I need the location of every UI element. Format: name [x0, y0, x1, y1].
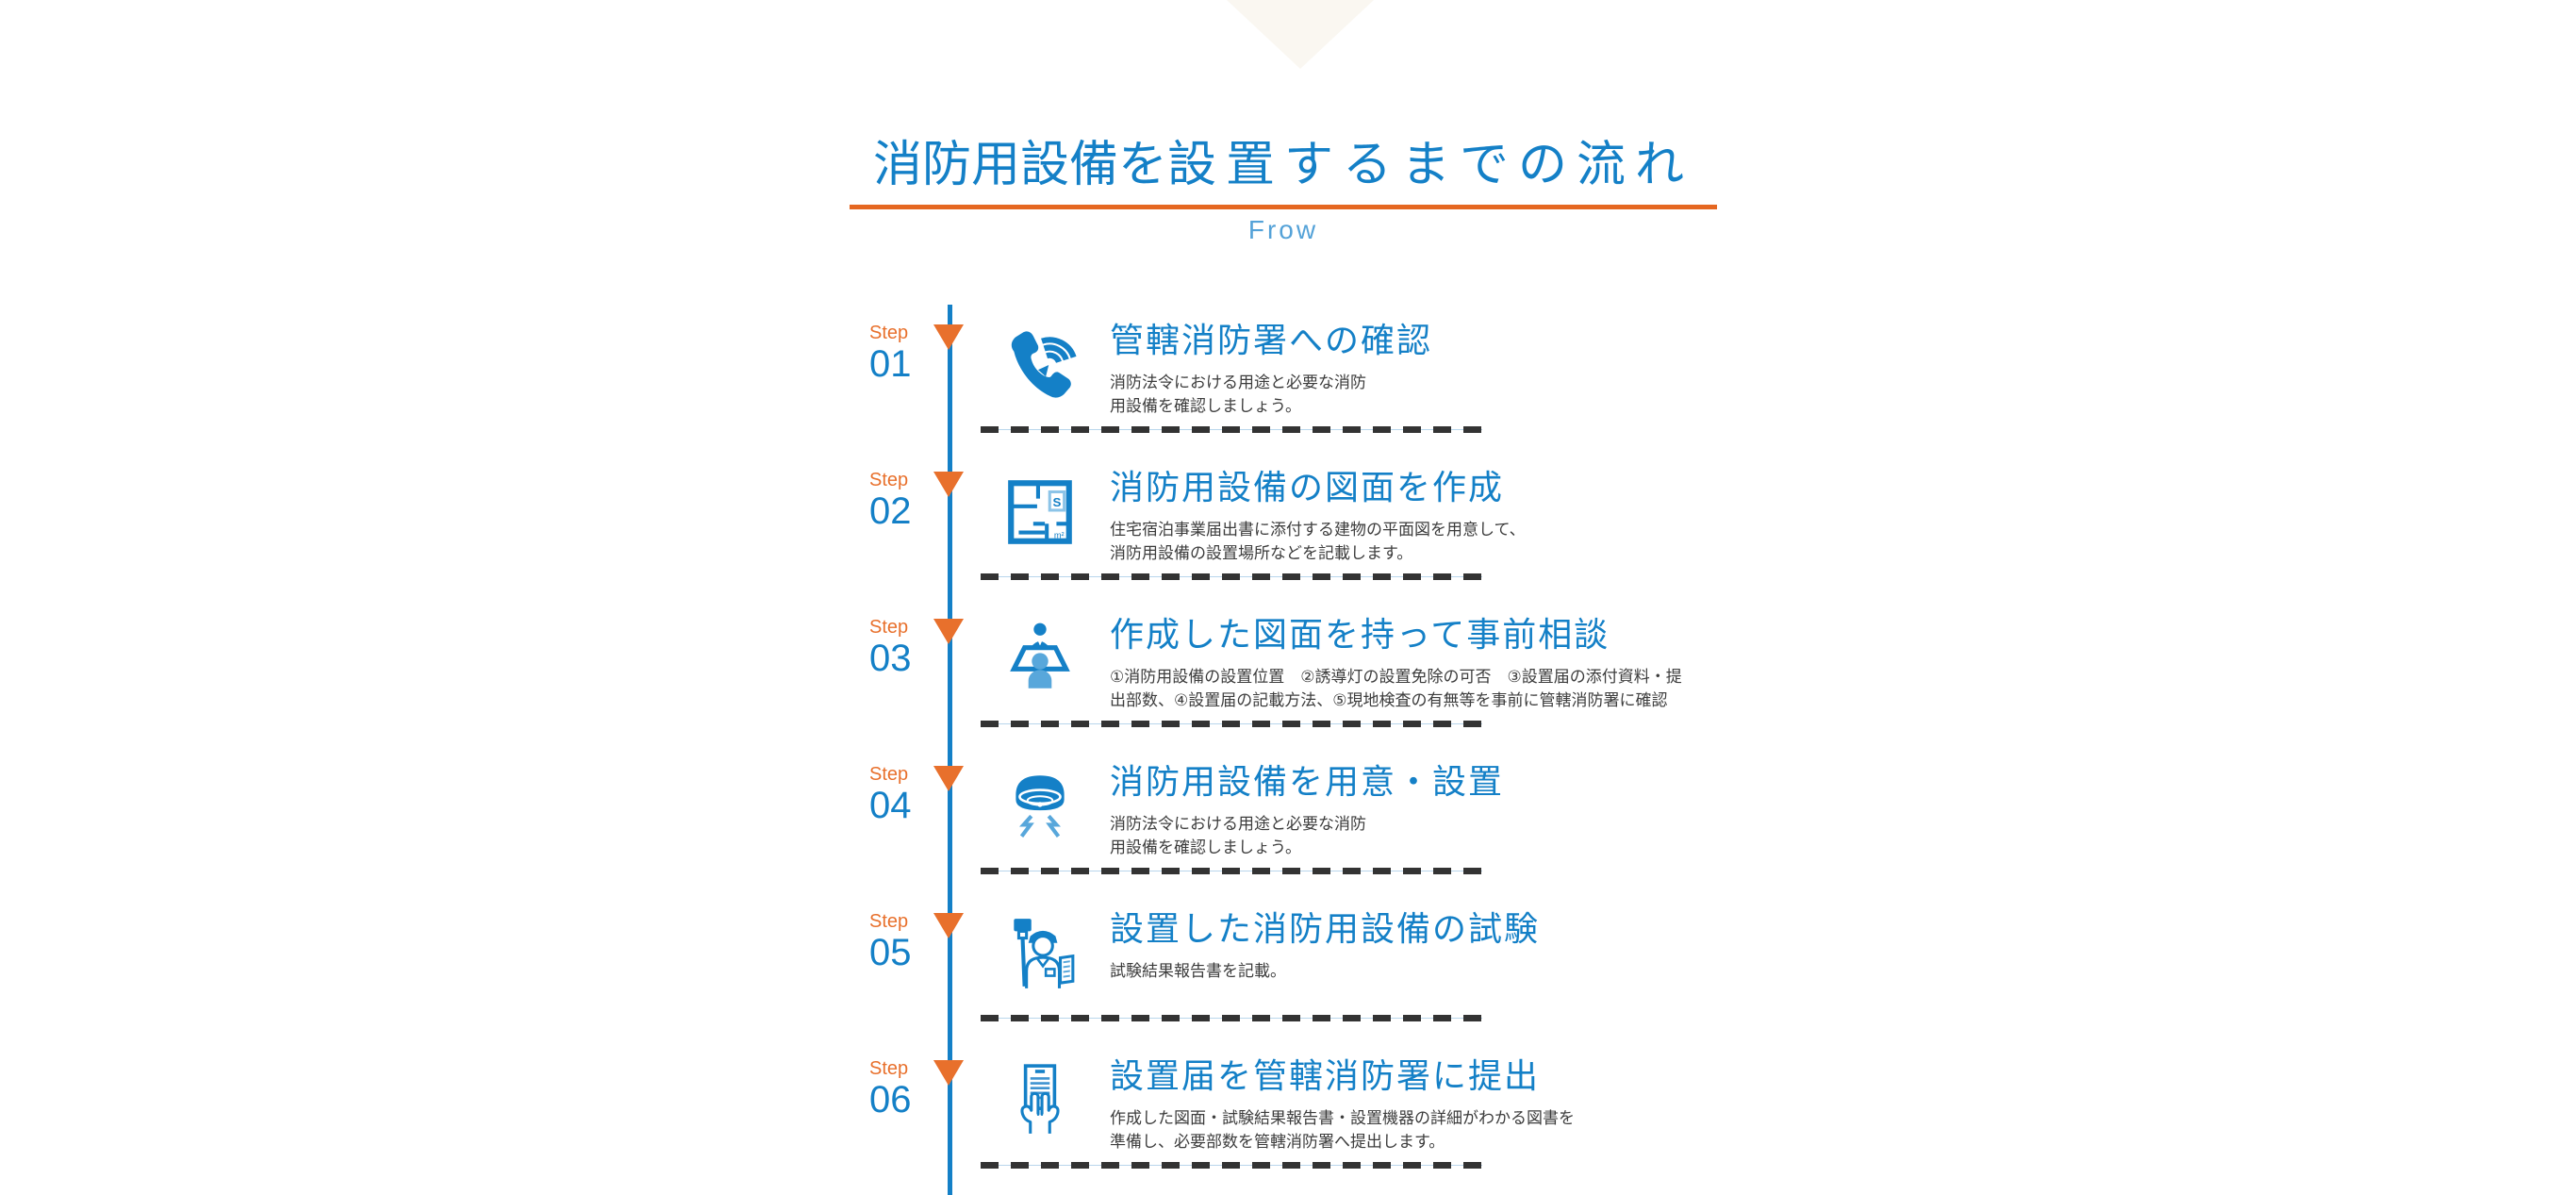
step-heading: 作成した図面を持って事前相談: [1110, 615, 1610, 654]
step-word: Step: [869, 323, 909, 343]
flow-step-4: Step 04 消防用設備を用意・設置 消防法令における用途と必要な消防 用設備…: [867, 763, 1773, 910]
page-title-part1: 消防用設備を: [872, 138, 1167, 192]
smoke-detector-icon: [1001, 768, 1079, 845]
step-heading: 消防用設備を用意・設置: [1110, 762, 1505, 801]
submit-documents-icon: [1001, 1062, 1079, 1139]
step-number: 03: [869, 638, 912, 679]
step-label: Step 05: [869, 912, 912, 971]
step-word: Step: [869, 470, 909, 490]
timeline-arrow-icon: [933, 324, 964, 350]
step-label: Step 06: [869, 1059, 912, 1119]
section-divider-triangle: [1227, 0, 1374, 69]
step-label: Step 01: [869, 324, 912, 383]
page-title-part2: 設置するまでの流れ: [1167, 138, 1694, 192]
page-subtitle: Frow: [1247, 215, 1319, 244]
step-word: Step: [869, 911, 909, 932]
title-underline: [850, 205, 1717, 209]
step-separator: [981, 721, 1482, 727]
step-separator: [981, 1162, 1482, 1169]
step-heading: 消防用設備の図面を作成: [1110, 468, 1505, 506]
flow-step-1: Step 01 管轄消防署への確認 消防法令における用途と必要な消防 用設備を確…: [867, 322, 1773, 469]
step-separator: [981, 1015, 1482, 1021]
svg-text:S: S: [1052, 495, 1061, 509]
step-label: Step 02: [869, 471, 912, 530]
timeline-arrow-icon: [933, 619, 964, 644]
step-heading: 設置した消防用設備の試験: [1110, 909, 1541, 948]
timeline-line: [948, 305, 952, 1195]
step-content: 管轄消防署への確認 消防法令における用途と必要な消防 用設備を確認しましょう。: [1110, 322, 1770, 418]
timeline-arrow-icon: [933, 472, 964, 497]
flow-step-3: Step 03 作成した図面を持って事前相談 ①消防用設備の設置位置 ②誘導灯の…: [867, 616, 1773, 763]
step-heading: 設置届を管轄消防署に提出: [1110, 1056, 1541, 1095]
step-number: 05: [869, 932, 912, 973]
step-separator: [981, 868, 1482, 874]
phone-call-icon: [1001, 326, 1079, 404]
timeline-arrow-icon: [933, 913, 964, 938]
step-description: 消防法令における用途と必要な消防 用設備を確認しましょう。: [1110, 373, 1366, 415]
flow-step-6: Step 06 設置届を管轄消防署に提出 作成した図面・試験結果報告書・設置機器…: [867, 1057, 1773, 1195]
step-separator: [981, 573, 1482, 580]
step-description: 試験結果報告書を記載。: [1110, 962, 1286, 980]
timeline-arrow-icon: [933, 766, 964, 791]
step-number: 01: [869, 343, 912, 385]
svg-text:m²: m²: [1054, 531, 1065, 540]
step-number: 06: [869, 1079, 912, 1120]
step-separator: [981, 426, 1482, 433]
step-word: Step: [869, 1058, 909, 1079]
step-label: Step 03: [869, 618, 912, 677]
step-heading: 管轄消防署への確認: [1110, 321, 1433, 359]
step-label: Step 04: [869, 765, 912, 824]
step-word: Step: [869, 617, 909, 638]
floor-plan-icon: S m²: [1001, 473, 1079, 551]
flow-step-5: Step 05 設置した消防用設備の試験 試験結果報告書を記載: [867, 910, 1773, 1057]
consultation-icon: [1001, 621, 1079, 698]
step-content: 消防用設備を用意・設置 消防法令における用途と必要な消防 用設備を確認しましょう…: [1110, 763, 1770, 859]
step-description: 消防法令における用途と必要な消防 用設備を確認しましょう。: [1110, 815, 1366, 856]
step-description: 住宅宿泊事業届出書に添付する建物の平面図を用意して、 消防用設備の設置場所などを…: [1110, 521, 1526, 562]
step-description: ①消防用設備の設置位置 ②誘導灯の設置免除の可否 ③設置届の添付資料・提 出部数…: [1110, 668, 1682, 709]
equipment-test-icon: [1001, 915, 1079, 992]
step-content: 作成した図面を持って事前相談 ①消防用設備の設置位置 ②誘導灯の設置免除の可否 …: [1110, 616, 1770, 712]
timeline-arrow-icon: [933, 1060, 964, 1086]
step-word: Step: [869, 764, 909, 785]
step-content: 設置届を管轄消防署に提出 作成した図面・試験結果報告書・設置機器の詳細がわかる図…: [1110, 1057, 1770, 1154]
flow-step-2: Step 02 S m² 消防用設備の図面を作成 住宅宿泊事業届出書に添: [867, 469, 1773, 616]
step-number: 02: [869, 490, 912, 532]
step-number: 04: [869, 785, 912, 826]
step-description: 作成した図面・試験結果報告書・設置機器の詳細がわかる図書を 準備し、必要部数を管…: [1110, 1109, 1575, 1151]
step-content: 消防用設備の図面を作成 住宅宿泊事業届出書に添付する建物の平面図を用意して、 消…: [1110, 469, 1770, 565]
page-title: 消防用設備を設置するまでの流れ: [850, 138, 1717, 192]
step-content: 設置した消防用設備の試験 試験結果報告書を記載。: [1110, 910, 1770, 983]
title-block: 消防用設備を設置するまでの流れ Frow: [850, 138, 1717, 245]
